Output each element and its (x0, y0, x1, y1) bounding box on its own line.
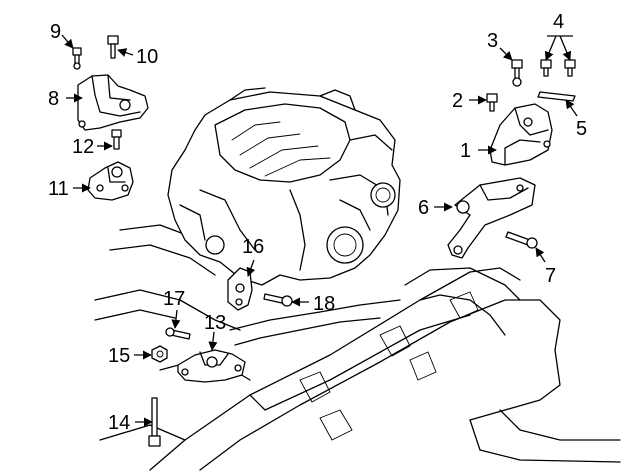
callout-12: 12 (72, 136, 94, 158)
callout-11: 11 (48, 178, 69, 200)
callout-5: 5 (576, 118, 587, 140)
part-18-bolt (263, 293, 293, 307)
part-6-bracket (447, 177, 536, 259)
part-16-bracket (227, 267, 253, 311)
part-4-bolts (540, 59, 576, 77)
callout-labels: 1 2 3 4 5 6 7 8 9 10 11 12 13 14 15 16 1… (48, 11, 587, 434)
part-8-mount (77, 74, 149, 131)
part-11-bracket (87, 161, 134, 201)
callout-18: 18 (313, 293, 335, 315)
callout-13: 13 (204, 312, 226, 334)
callout-8: 8 (48, 88, 59, 110)
callout-15: 15 (108, 345, 130, 367)
part-14-bolt (148, 397, 161, 447)
part-3-bolt (511, 59, 523, 87)
part-7-bolt (505, 231, 538, 249)
part-12-bolt (111, 129, 122, 150)
callout-10: 10 (136, 46, 158, 68)
callout-9: 9 (50, 21, 61, 43)
callout-1: 1 (460, 140, 471, 162)
part-13-mount (177, 349, 246, 383)
engine-block (167, 87, 401, 286)
callout-16: 16 (242, 236, 264, 258)
part-2-bolt (486, 93, 498, 112)
callout-6: 6 (418, 197, 429, 219)
part-1-engine-mount (489, 103, 553, 166)
callout-14: 14 (108, 412, 130, 434)
callout-leaders (61, 34, 578, 427)
callout-7: 7 (545, 265, 556, 287)
part-10-bolt (107, 35, 119, 59)
part-17-bolt (165, 327, 191, 340)
subframe-structure (94, 224, 621, 471)
part-5-plate (537, 91, 576, 102)
part-9-bolt (72, 47, 82, 70)
callout-17: 17 (163, 288, 185, 310)
callout-2: 2 (452, 90, 463, 112)
part-15-nut (151, 345, 168, 363)
callout-3: 3 (487, 30, 498, 52)
callout-4: 4 (553, 11, 564, 33)
